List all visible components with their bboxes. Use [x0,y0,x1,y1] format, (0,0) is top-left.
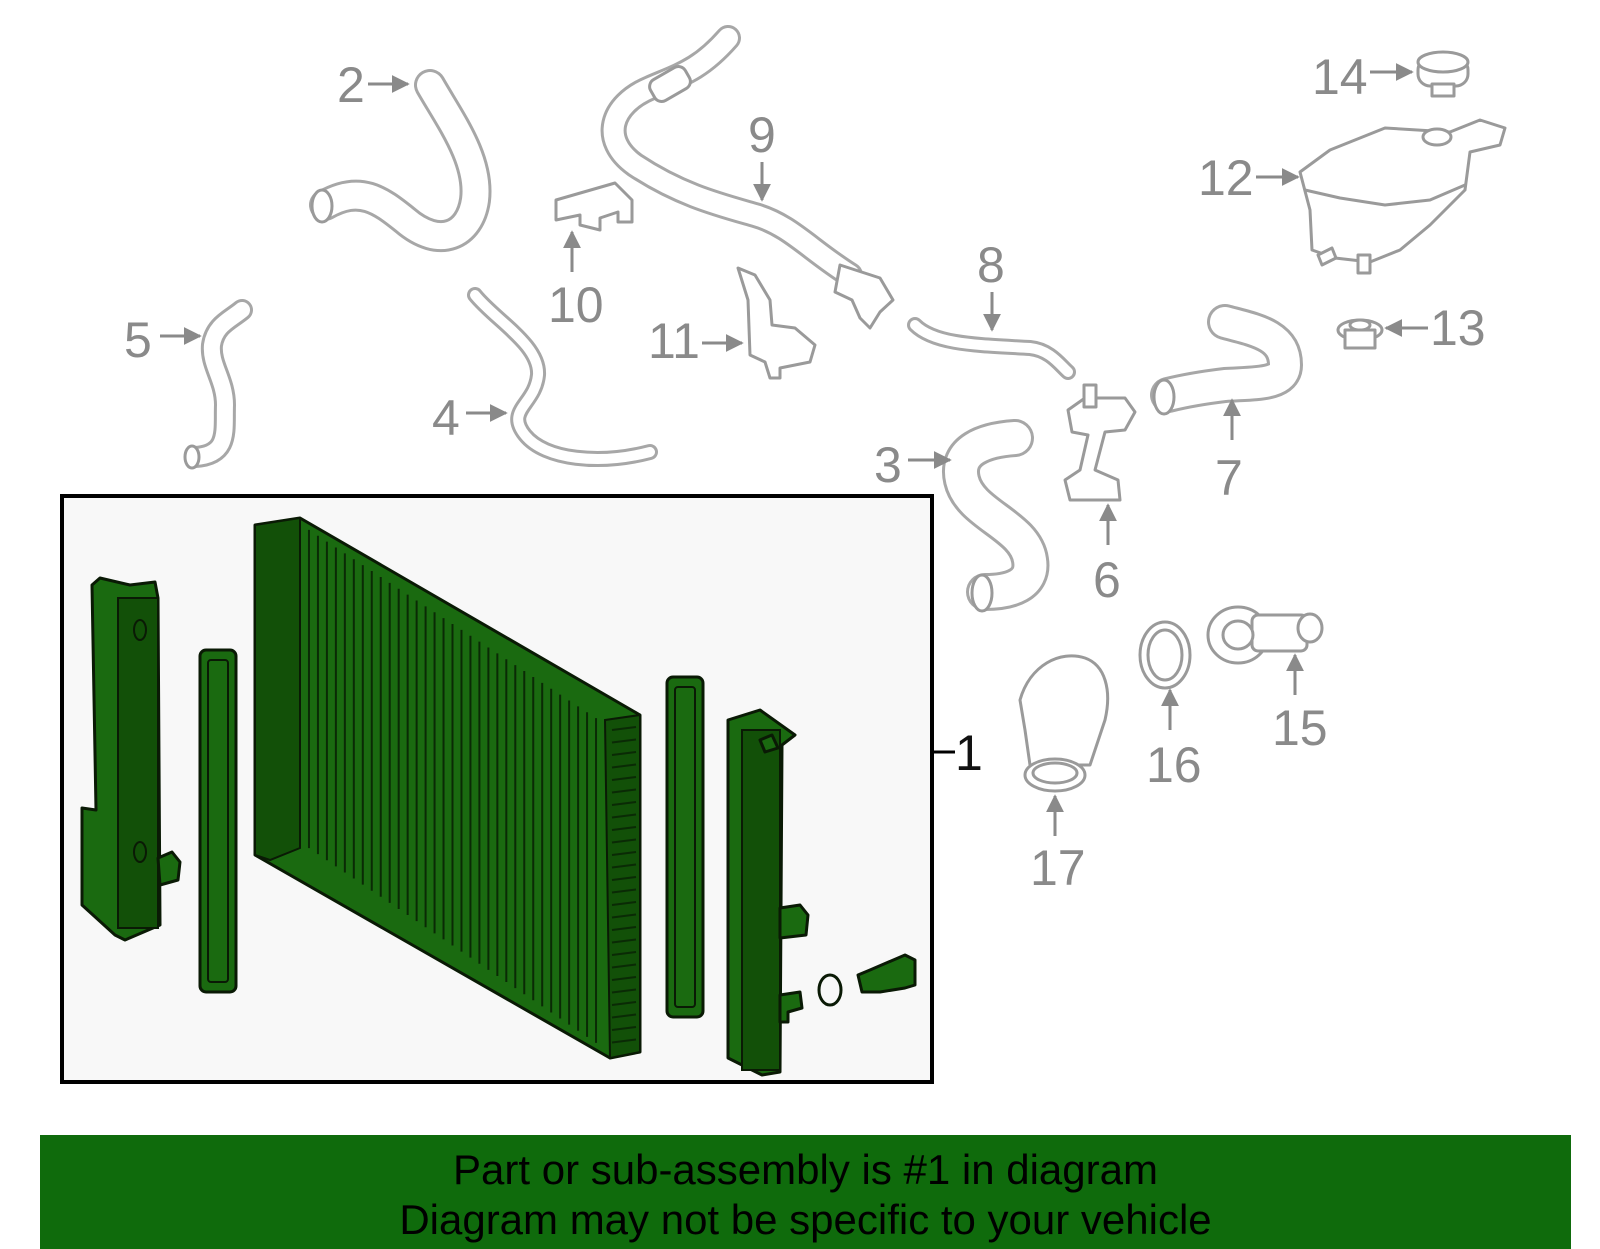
banner-line-2: Diagram may not be specific to your vehi… [399,1196,1212,1243]
part-2-hose[interactable] [309,69,492,253]
callout-3: 3 [874,437,902,493]
tank-rib [611,1013,637,1019]
tank-rib [611,863,637,869]
tank-rib [611,951,637,956]
callout-7: 7 [1215,450,1243,506]
callout-9: 9 [748,107,776,163]
callout-14: 14 [1312,49,1368,105]
callout-6: 6 [1093,552,1121,608]
part-8-hose[interactable] [907,317,1076,380]
tank-rib [611,888,637,894]
part-7-hose[interactable] [1150,304,1303,416]
tank-rib [611,776,637,781]
part-15-thermostat[interactable] [1206,605,1324,665]
tank-rib [611,876,637,881]
part-4-hose[interactable] [467,287,658,467]
callout-4: 4 [432,390,460,446]
callout-5: 5 [124,312,152,368]
info-banner: Part or sub-assembly is #1 in diagram Di… [40,1135,1571,1249]
tank-rib [611,763,637,769]
part-1-radiator-assembly[interactable] [80,516,917,1077]
callout-2: 2 [337,57,365,113]
part-13-grommet[interactable] [1336,318,1384,350]
callout-13: 13 [1430,300,1486,356]
tank-rib [611,751,637,756]
part-10-clip[interactable] [554,181,634,232]
tank-rib [611,926,637,931]
tank-rib [611,726,637,731]
part-12-reservoir[interactable] [1298,118,1507,275]
tank-rib [611,988,637,994]
tank-rib [611,1026,637,1031]
banner-line-1: Part or sub-assembly is #1 in diagram [453,1146,1158,1193]
callout-10: 10 [548,277,604,333]
tank-rib [611,851,637,856]
callout-16: 16 [1146,737,1202,793]
tank-rib [611,826,637,831]
tank-rib [611,1001,637,1006]
tank-rib [611,838,637,844]
part-14-cap[interactable] [1416,50,1470,98]
tank-rib [611,813,637,819]
tank-rib [611,788,637,794]
callout-15: 15 [1272,700,1328,756]
tank-rib [611,738,637,744]
radiator-fins [307,529,637,1044]
part-11-bracket[interactable] [736,266,817,380]
tank-rib [611,1038,637,1044]
tank-rib [611,901,637,906]
callout-11: 11 [648,313,700,369]
part-17-water-inlet[interactable] [1018,654,1110,793]
tank-rib [611,938,637,944]
part-5-hose[interactable] [183,299,253,470]
callout-8: 8 [977,237,1005,293]
callout-17: 17 [1030,840,1086,896]
part-16-gasket[interactable] [1138,620,1192,690]
part-9-hose[interactable] [600,25,895,330]
part-6-pipe[interactable] [1063,383,1137,502]
tank-rib [611,976,637,981]
part-3-hose[interactable] [942,419,1050,613]
tank-rib [611,801,637,806]
tank-rib [611,963,637,969]
callout-12: 12 [1198,150,1254,206]
callout-1: 1 [955,725,983,781]
tank-rib [611,913,637,919]
